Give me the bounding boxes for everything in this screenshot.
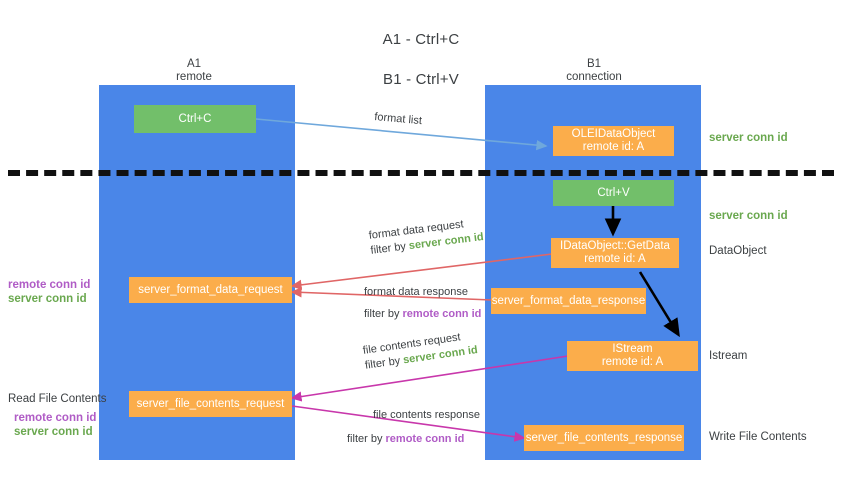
box-server-file-contents-request[interactable]: server_file_contents_request	[129, 391, 292, 417]
filter-prefix: filter by	[369, 240, 410, 257]
label-write-file-contents: Write File Contents	[709, 431, 807, 443]
box-ole-idataobject[interactable]: OLEIDataObject remote id: A	[553, 126, 674, 156]
box-ctrl-c[interactable]: Ctrl+C	[134, 105, 256, 133]
filter-value-remote-conn-id: remote conn id	[385, 433, 465, 445]
box-istream[interactable]: IStream remote id: A	[567, 341, 698, 371]
label-remote-conn-id-1: remote conn id	[8, 279, 91, 291]
label-format-list: format list	[373, 110, 423, 128]
label-format-data-request: format data request filter by server con…	[368, 215, 485, 259]
label-server-conn-id-1: server conn id	[8, 293, 87, 305]
column-left-name: A1	[186, 58, 202, 70]
label-read-file-contents: Read File Contents	[8, 393, 107, 405]
box-server-format-data-response[interactable]: server_format_data_response	[491, 288, 646, 314]
label-server-conn-id-2: server conn id	[14, 426, 93, 438]
format-data-response-text: format data response	[364, 286, 468, 298]
label-file-contents-response: file contents response filter by remote …	[347, 408, 480, 447]
filter-prefix: filter by	[364, 354, 405, 372]
title-line-1: A1 - Ctrl+C	[382, 31, 460, 48]
box-idataobject-getdata[interactable]: IDataObject::GetData remote id: A	[551, 238, 679, 268]
column-header-left: A1 remote	[124, 58, 264, 84]
column-left-sub: remote	[176, 71, 212, 83]
column-header-right: B1 connection	[524, 58, 664, 84]
format-data-response-filter: filter by remote conn id	[364, 307, 481, 322]
column-right-name: B1	[586, 58, 602, 70]
label-istream: Istream	[709, 350, 748, 362]
file-contents-response-filter: filter by remote conn id	[347, 432, 480, 447]
filter-value-remote-conn-id: remote conn id	[402, 308, 482, 320]
filter-prefix: filter by	[347, 433, 386, 445]
file-contents-response-text: file contents response	[373, 409, 481, 421]
label-remote-conn-id-2: remote conn id	[14, 412, 97, 424]
label-format-data-response: format data response filter by remote co…	[364, 285, 481, 322]
label-dataobject: DataObject	[709, 245, 767, 257]
label-file-contents-request: file contents request filter by server c…	[362, 328, 479, 374]
page-title: A1 - Ctrl+C B1 - Ctrl+V	[0, 10, 842, 110]
box-server-format-data-request[interactable]: server_format_data_request	[129, 277, 292, 303]
label-server-conn-id-mid: server conn id	[709, 210, 788, 222]
box-ctrl-v[interactable]: Ctrl+V	[553, 180, 674, 206]
title-line-2: B1 - Ctrl+V	[383, 71, 459, 88]
label-server-conn-id-top: server conn id	[709, 132, 788, 144]
column-right-sub: connection	[566, 71, 622, 83]
filter-prefix: filter by	[364, 308, 403, 320]
section-divider	[8, 170, 834, 176]
box-server-file-contents-response[interactable]: server_file_contents_response	[524, 425, 684, 451]
